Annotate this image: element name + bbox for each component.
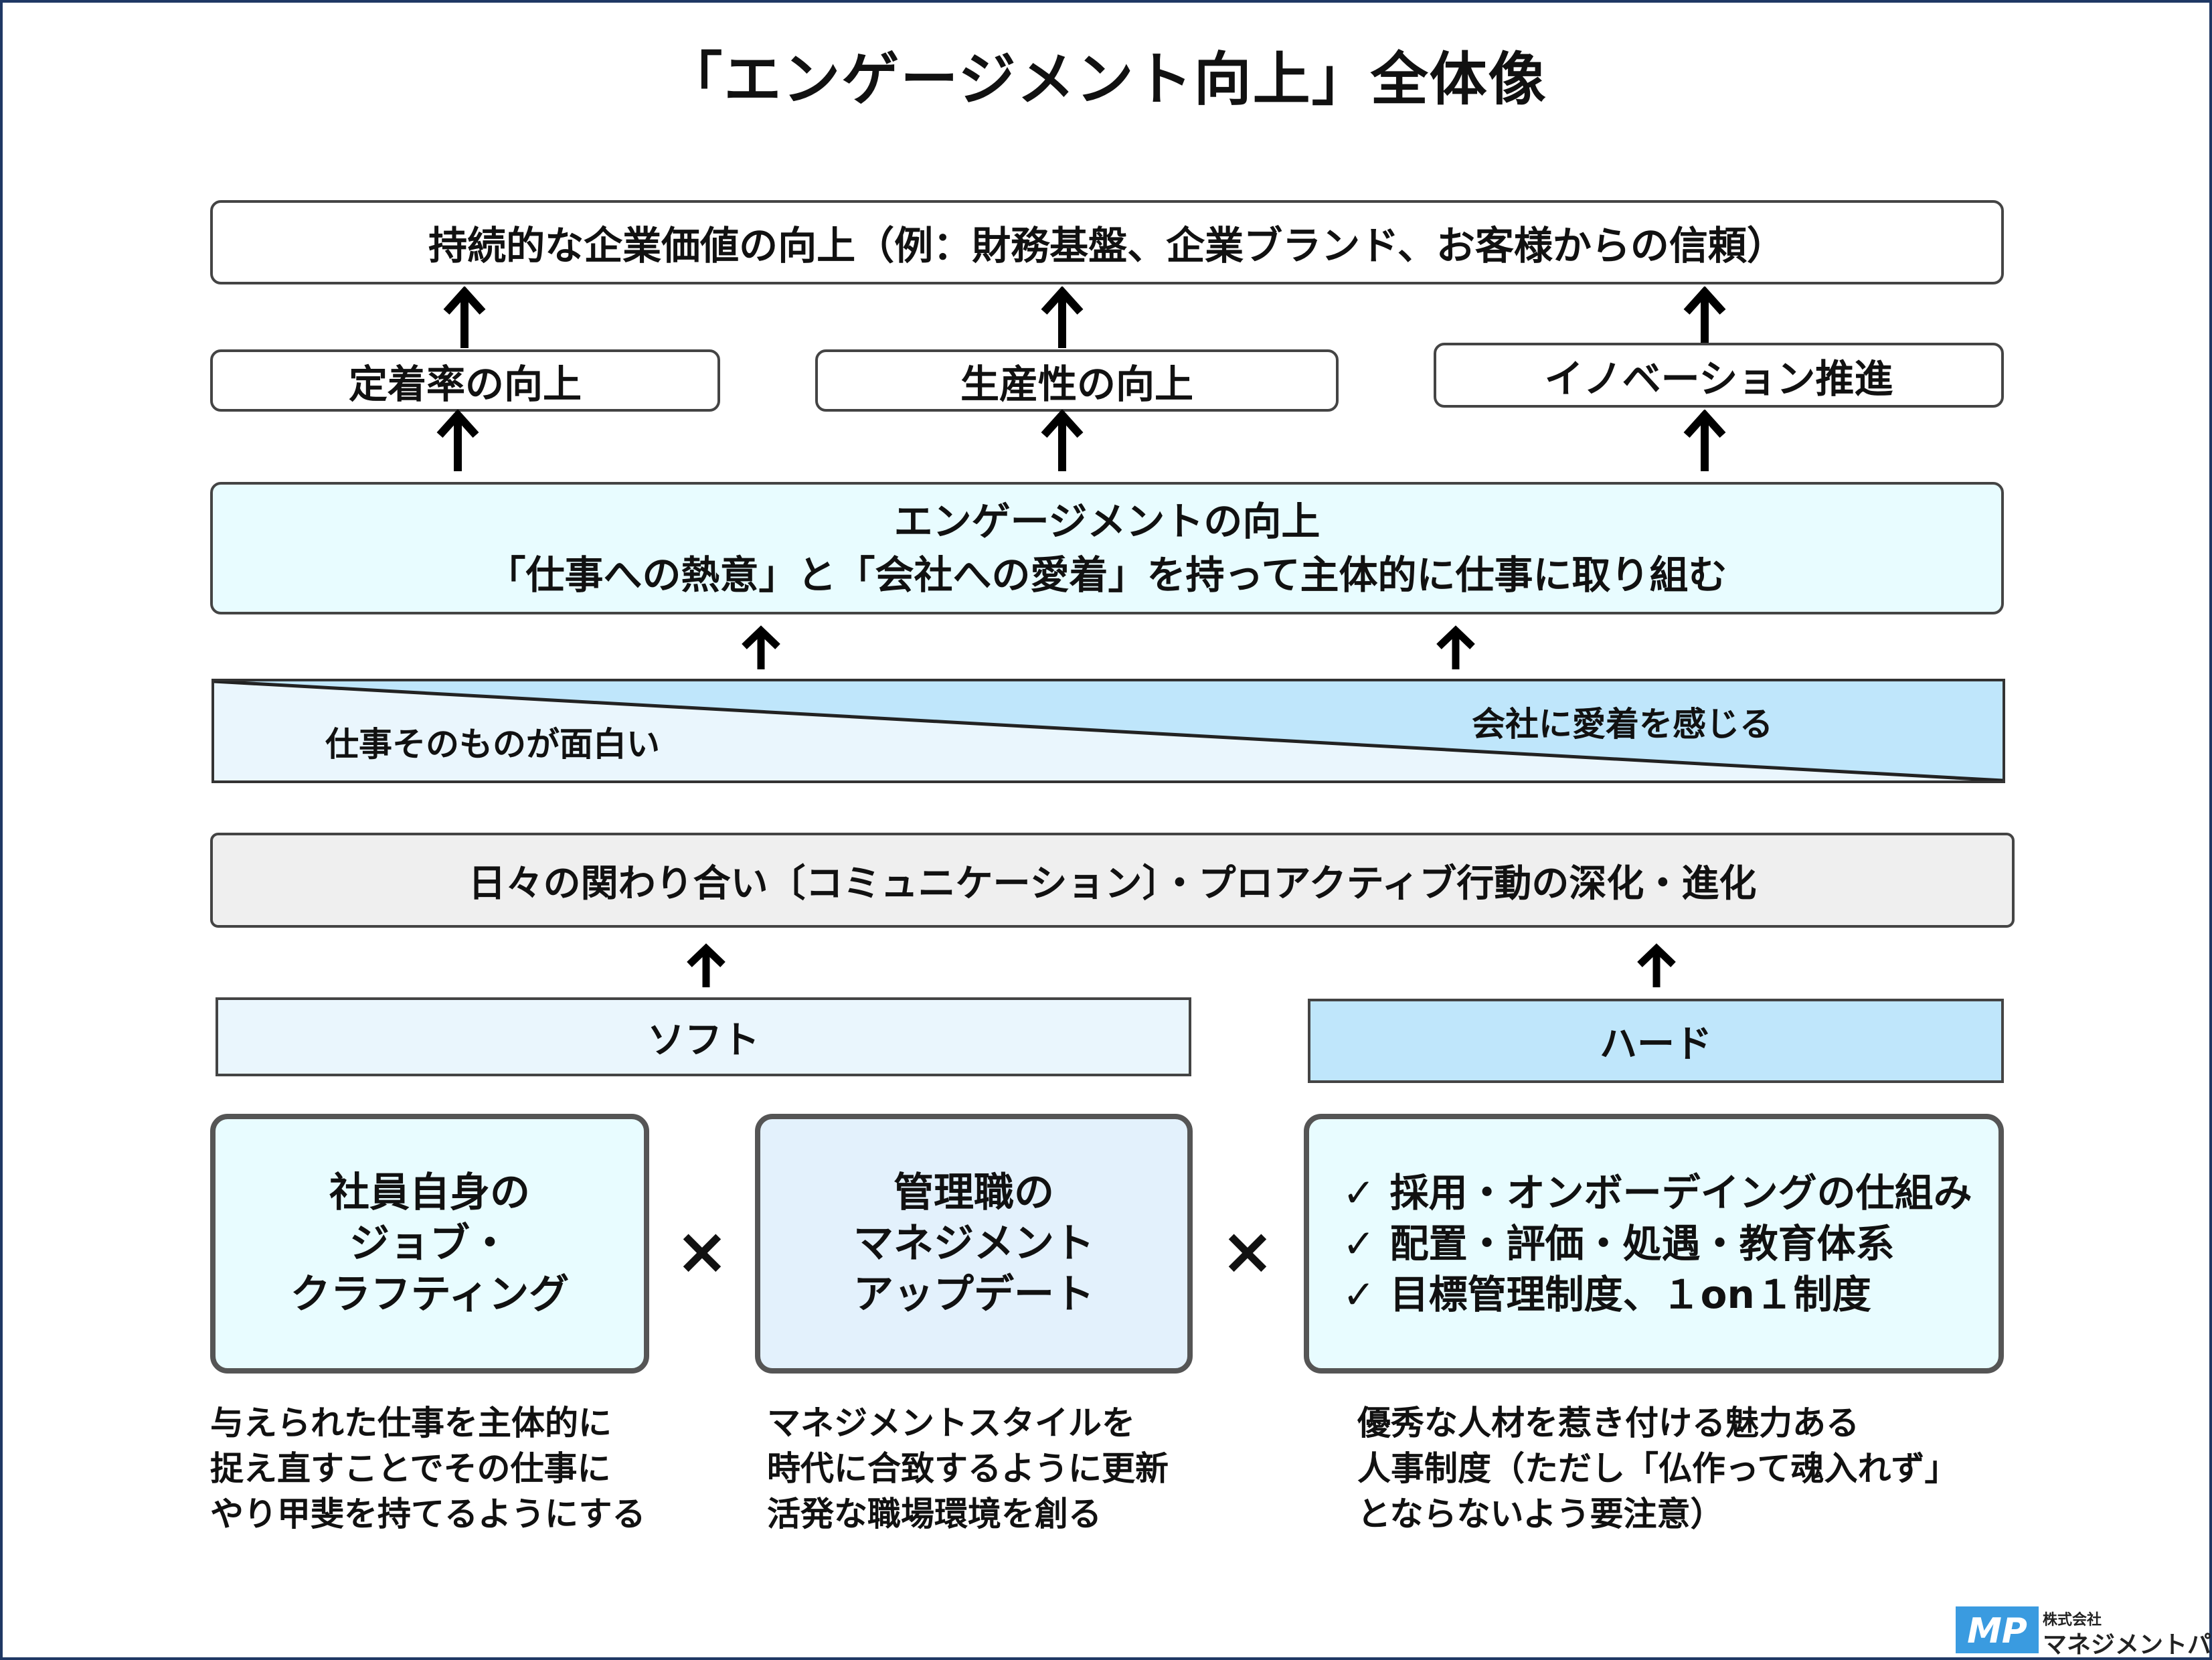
check-icon: ✓ bbox=[1343, 1221, 1375, 1266]
innovation-box: イノベーション推進 bbox=[1434, 343, 2004, 408]
description-line: とならないよう要注意） bbox=[1357, 1495, 1724, 1533]
logo-company-prefix: 株式会社 bbox=[2043, 1612, 2102, 1629]
management-line: 管理職の bbox=[894, 1169, 1054, 1216]
hr-systems-item-text: 目標管理制度、１on１制度 bbox=[1389, 1272, 1871, 1317]
arrow-up-icon bbox=[1436, 625, 1475, 669]
check-icon: ✓ bbox=[1343, 1170, 1375, 1216]
job-crafting-description: 与えられた仕事を主体的に 捉え直すことでその仕事に やり甲斐を持てるようにする bbox=[210, 1400, 692, 1537]
logo-company-name: マネジメントパートナー bbox=[2043, 1631, 2212, 1659]
hr-systems-item: ✓ 目標管理制度、１on１制度 bbox=[1343, 1269, 1972, 1320]
job-crafting-line: ジョブ・ bbox=[349, 1220, 510, 1267]
arrow-up-icon bbox=[1041, 286, 1084, 348]
arrow-up-icon bbox=[443, 286, 486, 348]
hard-header: ハード bbox=[1308, 999, 2004, 1083]
hard-label: ハード bbox=[1600, 1022, 1712, 1066]
innovation-text: イノベーション推進 bbox=[1544, 355, 1893, 402]
productivity-box: 生産性の向上 bbox=[815, 349, 1339, 412]
communication-text: 日々の関わり合い〔コミュニケーション〕・プロアクティブ行動の深化・進化 bbox=[468, 861, 1757, 906]
management-line: マネジメント bbox=[853, 1220, 1094, 1267]
arrow-up-icon bbox=[687, 943, 726, 987]
description-line: マネジメントスタイルを bbox=[767, 1404, 1135, 1442]
hr-systems-item-text: 採用・オンボーデイングの仕組み bbox=[1389, 1170, 1972, 1216]
engagement-description: 「仕事への熱意」と「会社への愛着」を持って主体的に仕事に取り組む bbox=[487, 552, 1727, 598]
mp-logo-icon: MP bbox=[1956, 1606, 2039, 1653]
motivation-triangle-bar bbox=[211, 679, 2005, 783]
job-crafting-line: 社員自身の bbox=[329, 1169, 530, 1216]
productivity-text: 生産性の向上 bbox=[960, 361, 1193, 407]
arrow-up-icon bbox=[1041, 410, 1084, 471]
description-line: やり甲斐を持てるようにする bbox=[210, 1495, 646, 1533]
arrow-up-icon bbox=[742, 625, 780, 669]
retention-box: 定着率の向上 bbox=[210, 349, 720, 412]
arrow-up-icon bbox=[1637, 943, 1676, 987]
hr-systems-item: ✓ 配置・評価・処遇・教育体系 bbox=[1343, 1218, 1972, 1269]
corporate-value-text: 持続的な企業価値の向上（例：財務基盤、企業ブランド、お客様からの信頼） bbox=[428, 223, 1786, 268]
engagement-title: エンゲージメントの向上 bbox=[894, 499, 1321, 544]
description-line: 優秀な人材を惹き付ける魅力ある bbox=[1357, 1404, 1859, 1442]
logo-mark-text: MP bbox=[1967, 1611, 2027, 1651]
description-line: 時代に合致するように更新 bbox=[767, 1449, 1169, 1488]
description-line: 与えられた仕事を主体的に bbox=[210, 1404, 612, 1442]
description-line: 人事制度（ただし「仏作って魂入れず」 bbox=[1357, 1449, 1958, 1488]
corporate-value-box: 持続的な企業価値の向上（例：財務基盤、企業ブランド、お客様からの信頼） bbox=[210, 200, 2004, 284]
retention-text: 定着率の向上 bbox=[348, 361, 582, 407]
management-card: 管理職の マネジメント アップデート bbox=[755, 1114, 1193, 1374]
hr-systems-item-text: 配置・評価・処遇・教育体系 bbox=[1389, 1221, 1895, 1266]
management-line: アップデート bbox=[853, 1271, 1094, 1318]
company-logo-mark: MP bbox=[1956, 1606, 2039, 1653]
soft-label: ソフト bbox=[647, 1018, 760, 1062]
page-title: 「エンゲージメント向上」全体像 bbox=[665, 46, 1547, 113]
job-crafting-card: 社員自身の ジョブ・ クラフティング bbox=[210, 1114, 649, 1374]
hr-systems-card: ✓ 採用・オンボーデイングの仕組み ✓ 配置・評価・処遇・教育体系 ✓ 目標管理… bbox=[1304, 1114, 2004, 1374]
multiply-icon: × bbox=[1220, 1214, 1275, 1289]
job-crafting-line: クラフティング bbox=[290, 1271, 570, 1318]
soft-header: ソフト bbox=[216, 997, 1191, 1076]
company-attachment-label: 会社に愛着を感じる bbox=[1472, 705, 1773, 744]
job-interest-label: 仕事そのものが面白い bbox=[325, 725, 660, 764]
management-description: マネジメントスタイルを 時代に合致するように更新 活発な職場環境を創る bbox=[767, 1400, 1249, 1537]
check-icon: ✓ bbox=[1343, 1272, 1375, 1317]
arrow-up-icon bbox=[1683, 286, 1726, 348]
multiply-icon: × bbox=[675, 1214, 730, 1289]
arrow-up-icon bbox=[436, 410, 479, 471]
hr-systems-list: ✓ 採用・オンボーデイングの仕組み ✓ 配置・評価・処遇・教育体系 ✓ 目標管理… bbox=[1343, 1167, 1972, 1320]
hr-systems-description: 優秀な人材を惹き付ける魅力ある 人事制度（ただし「仏作って魂入れず」 とならない… bbox=[1357, 1400, 2000, 1537]
engagement-box: エンゲージメントの向上 「仕事への熱意」と「会社への愛着」を持って主体的に仕事に… bbox=[210, 482, 2004, 614]
description-line: 捉え直すことでその仕事に bbox=[210, 1449, 611, 1488]
communication-box: 日々の関わり合い〔コミュニケーション〕・プロアクティブ行動の深化・進化 bbox=[210, 833, 2015, 928]
hr-systems-item: ✓ 採用・オンボーデイングの仕組み bbox=[1343, 1167, 1972, 1218]
arrow-up-icon bbox=[1683, 410, 1726, 471]
description-line: 活発な職場環境を創る bbox=[767, 1495, 1102, 1533]
